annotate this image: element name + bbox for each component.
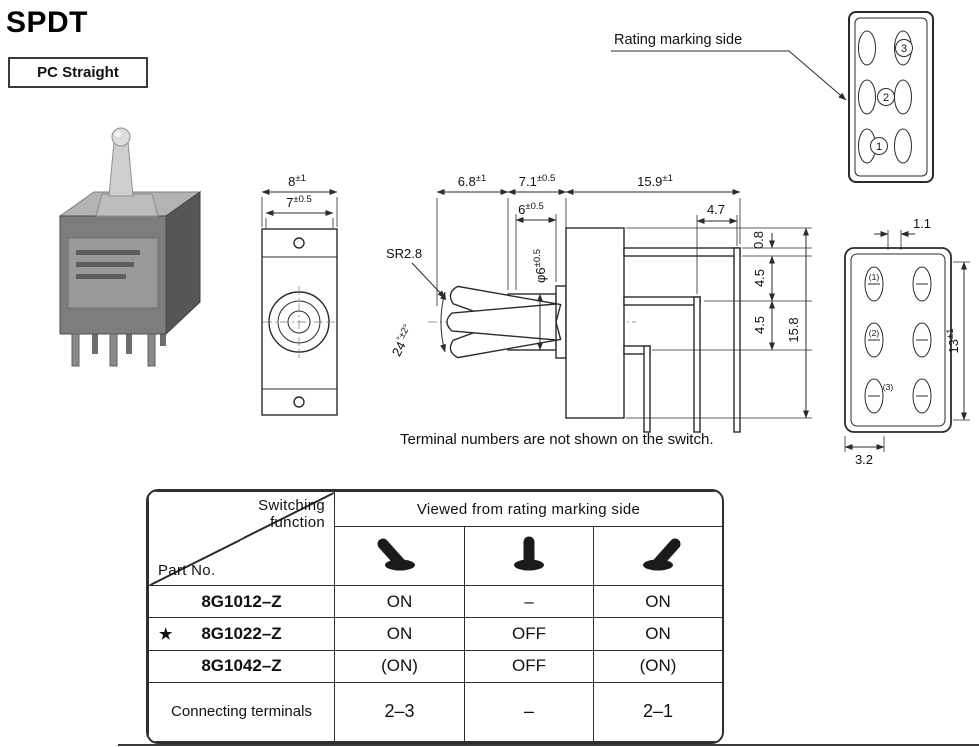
table-row: ★ 8G1022–Z ON OFF ON	[148, 617, 722, 651]
state-cell: ON	[334, 617, 465, 651]
state-cell: OFF	[464, 617, 594, 651]
table-row: 8G1012–Z ON – ON	[148, 585, 722, 619]
dim-body-height: 15.8	[786, 317, 801, 342]
mount-type-badge: PC Straight	[8, 57, 148, 88]
toggle-position-right-cell	[593, 526, 722, 587]
product-photo	[58, 127, 202, 367]
table-corner-cell: Switching function Part No.	[148, 491, 335, 587]
technical-drawings: 8±1 7±0.5	[58, 11, 970, 467]
dim-bushing-flat: 6±0.5	[518, 201, 544, 217]
toggle-position-center-cell	[464, 526, 594, 587]
connecting-terminals-cell: 2–3	[334, 681, 465, 742]
dim-bottom-bottom: 3.2	[855, 452, 873, 467]
part-number-cell: 8G1042–Z	[148, 649, 335, 683]
page-bottom-rule	[118, 744, 979, 746]
front-view-dimensions: 8±1 7±0.5	[261, 173, 338, 228]
state-cell: ON	[593, 585, 722, 619]
dim-bushing-dia: φ6±0.5	[532, 249, 548, 283]
part-number-cell: ★ 8G1022–Z	[148, 617, 335, 651]
side-view-drawing: 6.8±1 7.1±0.5 15.9±1 4.7 6±0.5 φ6±0.5 SR…	[386, 173, 812, 433]
dim-front-width: 8±1	[288, 173, 306, 189]
rating-leader-line	[611, 50, 847, 101]
terminal-number-3: 3	[901, 43, 907, 55]
terminal-label-3: (3)	[883, 382, 894, 392]
connecting-terminals-cell: 2–1	[593, 681, 722, 742]
terminal-label-2: (2)	[869, 328, 880, 338]
corner-label-switching-function: Switching function	[258, 497, 325, 532]
dim-throw-angle: 24°±2°	[388, 322, 418, 358]
state-cell: OFF	[464, 649, 594, 683]
terminal-number-2: 2	[883, 92, 889, 104]
dim-terminal-thickness: 0.8	[751, 231, 766, 249]
note-text: Terminal numbers are not shown on the sw…	[400, 431, 713, 448]
page-title: SPDT	[6, 6, 89, 39]
dim-bottom-right: 13±1	[945, 329, 961, 354]
lever-up-icon	[514, 536, 544, 571]
dim-bottom-top: 1.1	[913, 216, 931, 231]
dim-body-length: 15.9±1	[637, 173, 673, 189]
lever-right-icon	[643, 538, 681, 571]
terminal-label-1: (1)	[869, 272, 880, 282]
dim-lever-to-bushing: 6.8±1	[458, 173, 487, 189]
star-icon: ★	[159, 626, 173, 644]
state-cell: –	[464, 585, 594, 619]
state-cell: (ON)	[334, 649, 465, 683]
table-row-connecting-terminals: Connecting terminals 2–3 – 2–1	[148, 681, 722, 742]
rating-side-view: Rating marking side 3 2 1	[611, 11, 934, 183]
part-number-cell: 8G1012–Z	[148, 585, 335, 619]
terminal-number-1: 1	[876, 141, 882, 153]
terminal-bottom-view: (1) (2) (3) 1.1 13±1 3.2	[844, 216, 970, 467]
side-view-dimensions: 6.8±1 7.1±0.5 15.9±1 4.7 6±0.5 φ6±0.5 SR…	[386, 173, 812, 419]
corner-label-part-no: Part No.	[158, 562, 216, 580]
state-cell: (ON)	[593, 649, 722, 683]
dim-terminal-pitch-a: 4.5	[752, 269, 767, 287]
function-table: Switching function Part No. Viewed from …	[146, 489, 724, 744]
part-number: 8G1022–Z	[201, 624, 282, 644]
dim-front-width-inner: 7±0.5	[286, 194, 312, 210]
table-header-viewed-from: Viewed from rating marking side	[334, 491, 722, 528]
state-cell: ON	[334, 585, 465, 619]
rating-marking-label: Rating marking side	[614, 32, 742, 48]
toggle-position-left-cell	[334, 526, 465, 587]
table-row: 8G1042–Z (ON) OFF (ON)	[148, 649, 722, 683]
dim-pin-spacing: 4.7	[707, 202, 725, 217]
state-cell: ON	[593, 617, 722, 651]
connecting-terminals-cell: –	[464, 681, 594, 742]
dim-bushing-length: 7.1±0.5	[519, 173, 556, 189]
lever-left-icon	[377, 538, 415, 571]
bottom-view-dimensions: 1.1 13±1 3.2	[844, 216, 970, 467]
dim-lever-tip-radius: SR2.8	[386, 246, 422, 261]
connecting-terminals-label: Connecting terminals	[148, 681, 335, 742]
front-view-drawing: 8±1 7±0.5	[261, 173, 338, 416]
dim-terminal-pitch-b: 4.5	[752, 316, 767, 334]
